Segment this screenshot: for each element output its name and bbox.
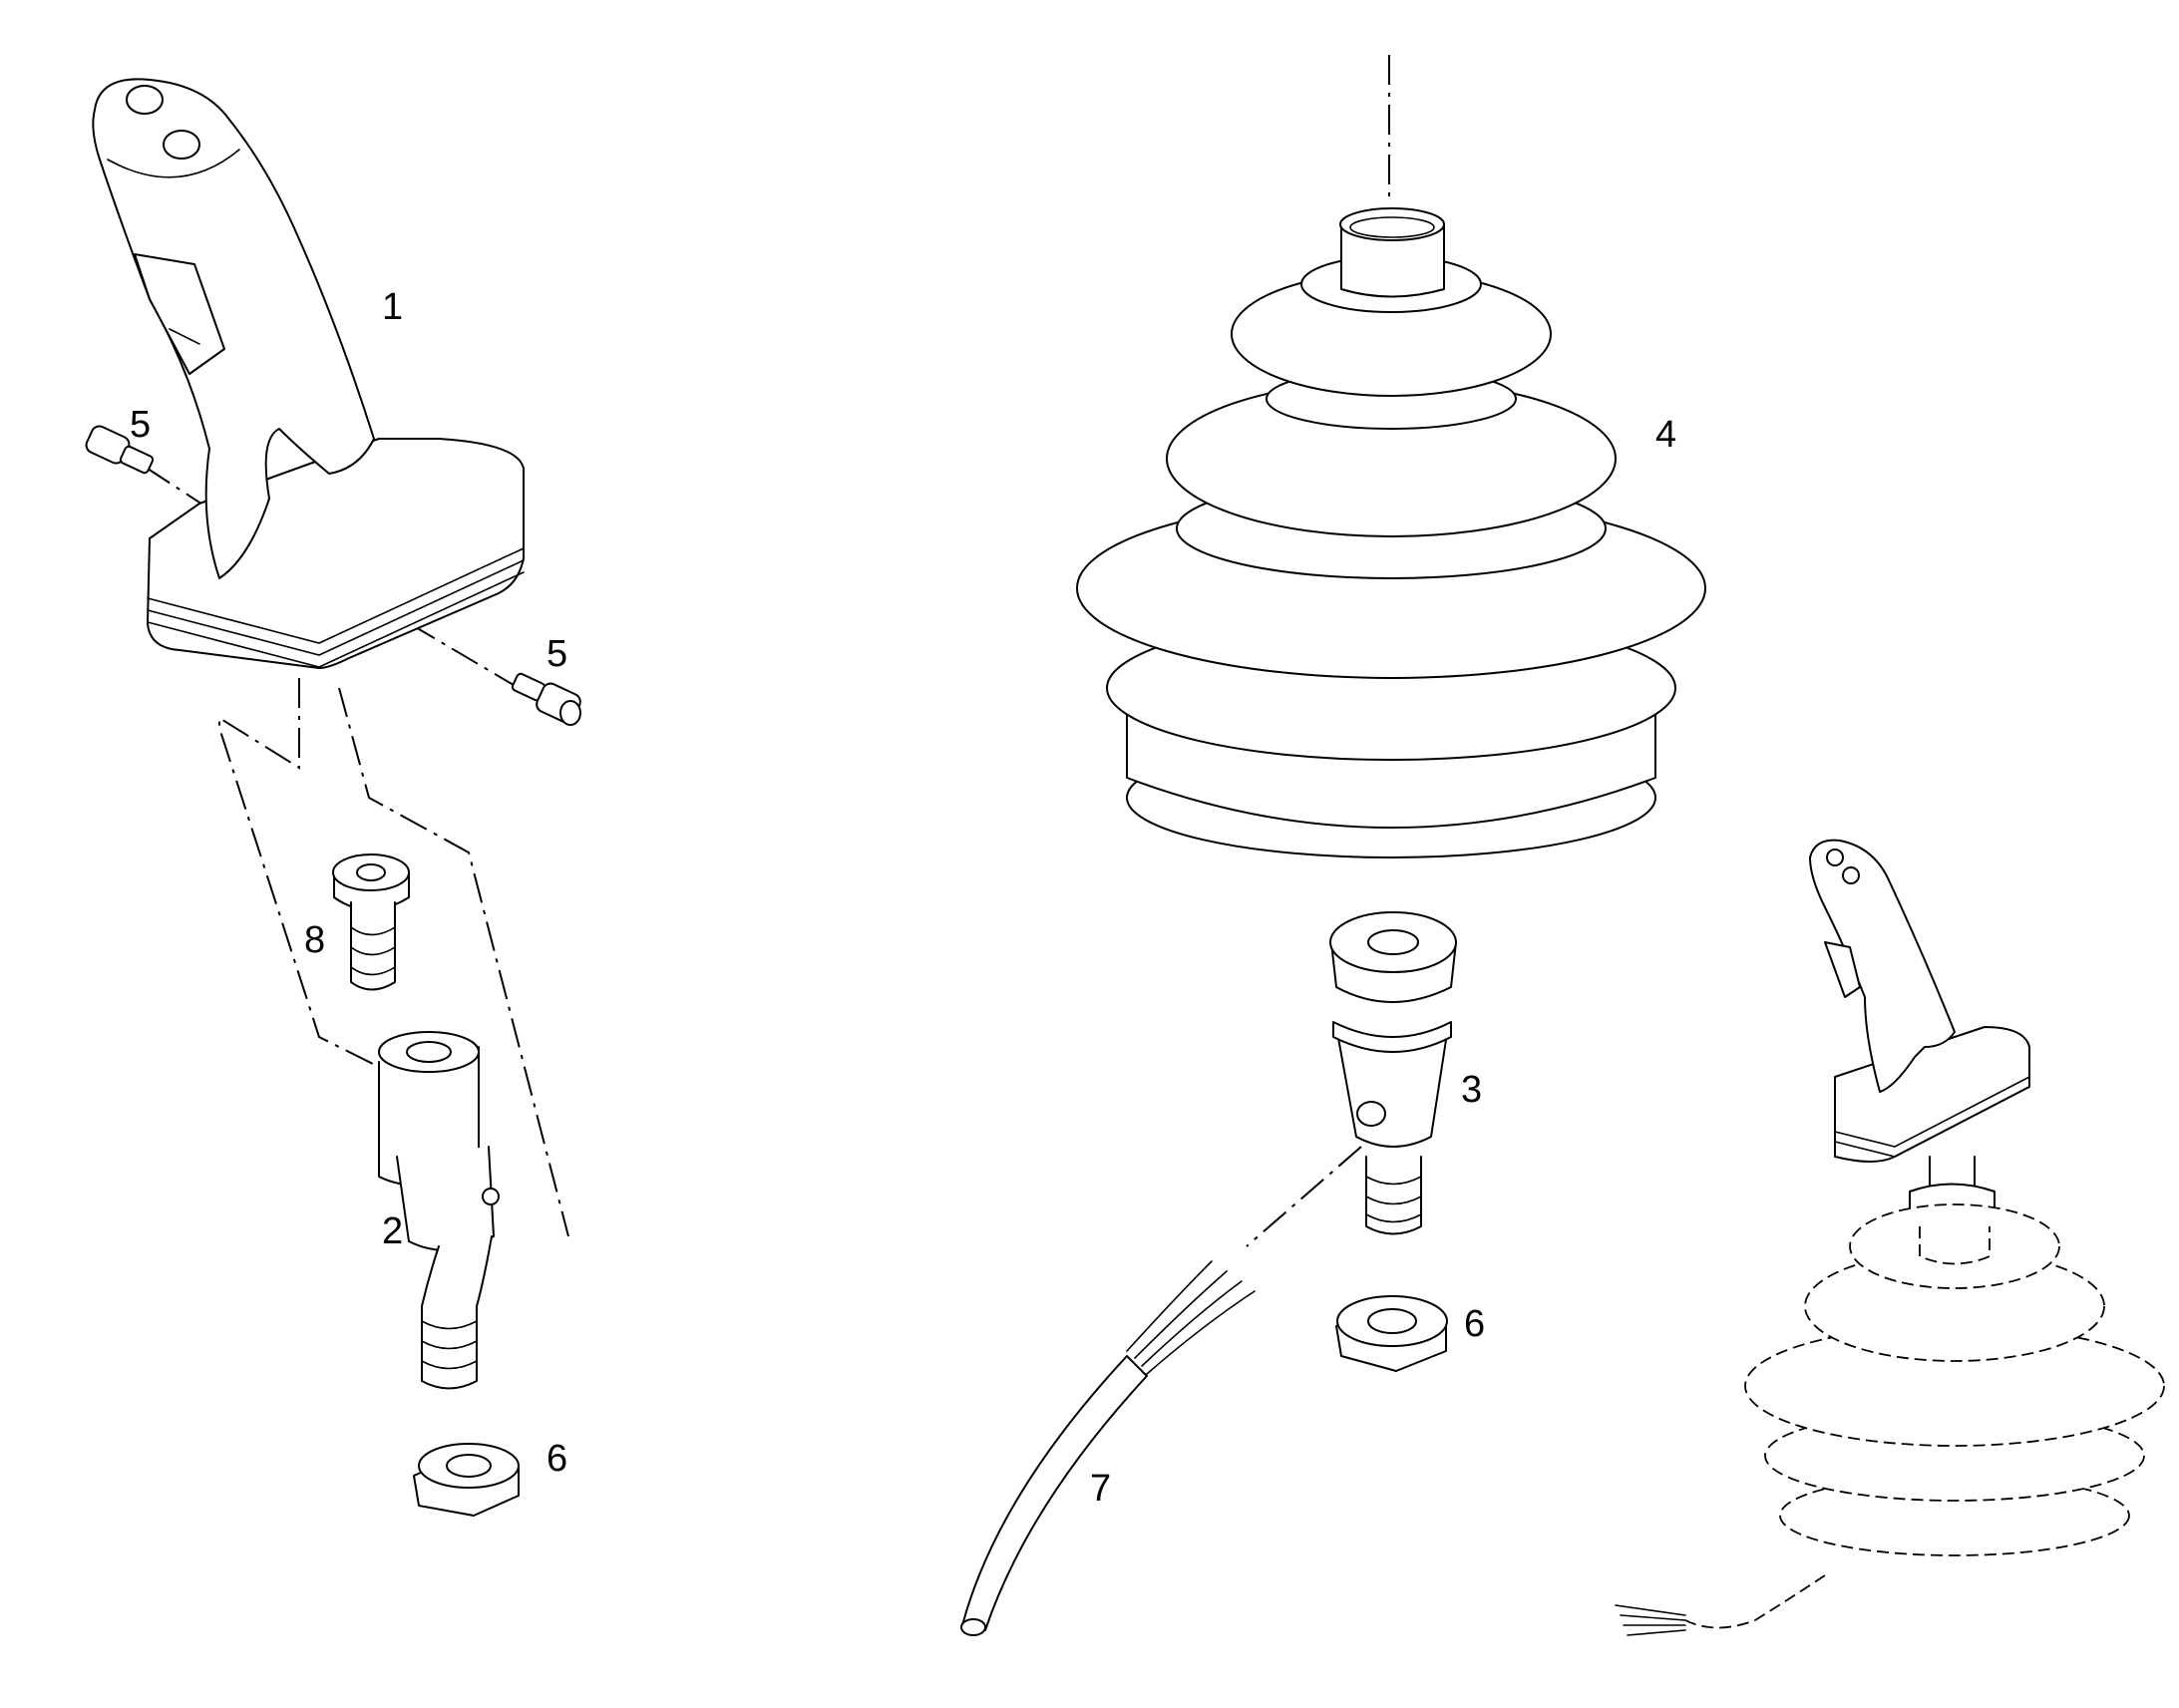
assembled-grip-button-2 [1842, 866, 1860, 884]
part-1-joystick-handle [92, 78, 525, 669]
assembled-base-lines [1834, 1076, 2030, 1158]
insert-thread-lines [350, 926, 396, 976]
cable-end [960, 1618, 986, 1636]
part-4-rubber-boot [1076, 207, 1706, 858]
cable-wire-4 [1146, 1290, 1256, 1375]
assembly-line-screw-left [144, 466, 240, 529]
boot-top-tube [1340, 223, 1445, 298]
adapter-threaded-end [1365, 1156, 1422, 1235]
part-6-nut-right [1335, 1295, 1448, 1372]
callout-6-right: 6 [1464, 1303, 1485, 1345]
part-8-threaded-insert [332, 854, 410, 991]
assembled-view [1615, 839, 2165, 1636]
trigger-detail [169, 328, 200, 345]
assembly-line-handle-top [218, 678, 400, 1078]
part-5-screw-left [85, 425, 155, 475]
part-7-cable [960, 1260, 1256, 1636]
grip-button-lower [163, 130, 200, 160]
insert-threads [350, 901, 396, 991]
callout-8: 8 [304, 919, 325, 961]
part-5-screw-right [511, 672, 581, 726]
shaft-set-screw-hole [482, 1188, 500, 1205]
assembled-grip [1809, 839, 1956, 1093]
assembled-cable-wires [1615, 1604, 1686, 1636]
grip-button-top [126, 85, 164, 115]
cable-jacket [961, 1355, 1148, 1631]
adapter-cable-hole [1356, 1101, 1386, 1127]
callout-labels: 1 5 5 4 8 2 6 3 6 7 [130, 286, 1676, 1510]
callout-2: 2 [382, 1210, 403, 1252]
callout-1: 1 [382, 286, 403, 328]
shaft-thread-lines [421, 1320, 478, 1370]
cable-wire-3 [1141, 1280, 1243, 1367]
assembly-line-screw-right [408, 622, 520, 689]
callout-5-right: 5 [546, 633, 567, 675]
assembly-lines [144, 55, 1390, 1247]
base-plate-line-2 [147, 559, 525, 656]
part-6-nut-left [413, 1443, 520, 1517]
assembled-boot-collar [1919, 1226, 1991, 1265]
assembled-cable [1684, 1574, 1826, 1629]
shaft-bore [406, 1041, 452, 1063]
boot-top-opening [1339, 207, 1445, 241]
adapter-bore [1367, 929, 1419, 955]
boot-top-inner [1349, 216, 1435, 238]
cable-wire-1 [1126, 1260, 1213, 1352]
nut-left-bore [446, 1454, 492, 1478]
adapter-ring [1332, 1021, 1452, 1053]
callout-3: 3 [1461, 1069, 1482, 1111]
grip-trigger-switch [134, 253, 225, 375]
assembled-grip-button-1 [1826, 849, 1844, 866]
callout-5-left: 5 [130, 404, 151, 446]
shaft-threaded-end [421, 1235, 493, 1390]
adapter-thread-lines [1365, 1176, 1422, 1223]
base-plate-line-3 [147, 571, 525, 668]
screw-socket-right [559, 700, 581, 726]
assembled-trigger [1824, 941, 1861, 998]
callout-7: 7 [1090, 1468, 1111, 1510]
nut-right-bore [1367, 1308, 1417, 1334]
grip-contour [107, 149, 240, 178]
assembly-line-cable [1246, 1146, 1362, 1247]
callout-6-left: 6 [546, 1438, 567, 1480]
part-2-shaft [378, 1031, 500, 1390]
insert-bore [356, 863, 386, 881]
shaft-hex [396, 1146, 495, 1251]
assembled-shaft [1929, 1156, 1976, 1188]
base-plate-line-1 [147, 547, 525, 644]
callout-4: 4 [1655, 414, 1676, 456]
part-3-adapter [1329, 911, 1457, 1235]
screw-shank-left [119, 445, 155, 475]
cable-wire-2 [1134, 1270, 1228, 1359]
assembly-line-handle-right [338, 687, 569, 1237]
